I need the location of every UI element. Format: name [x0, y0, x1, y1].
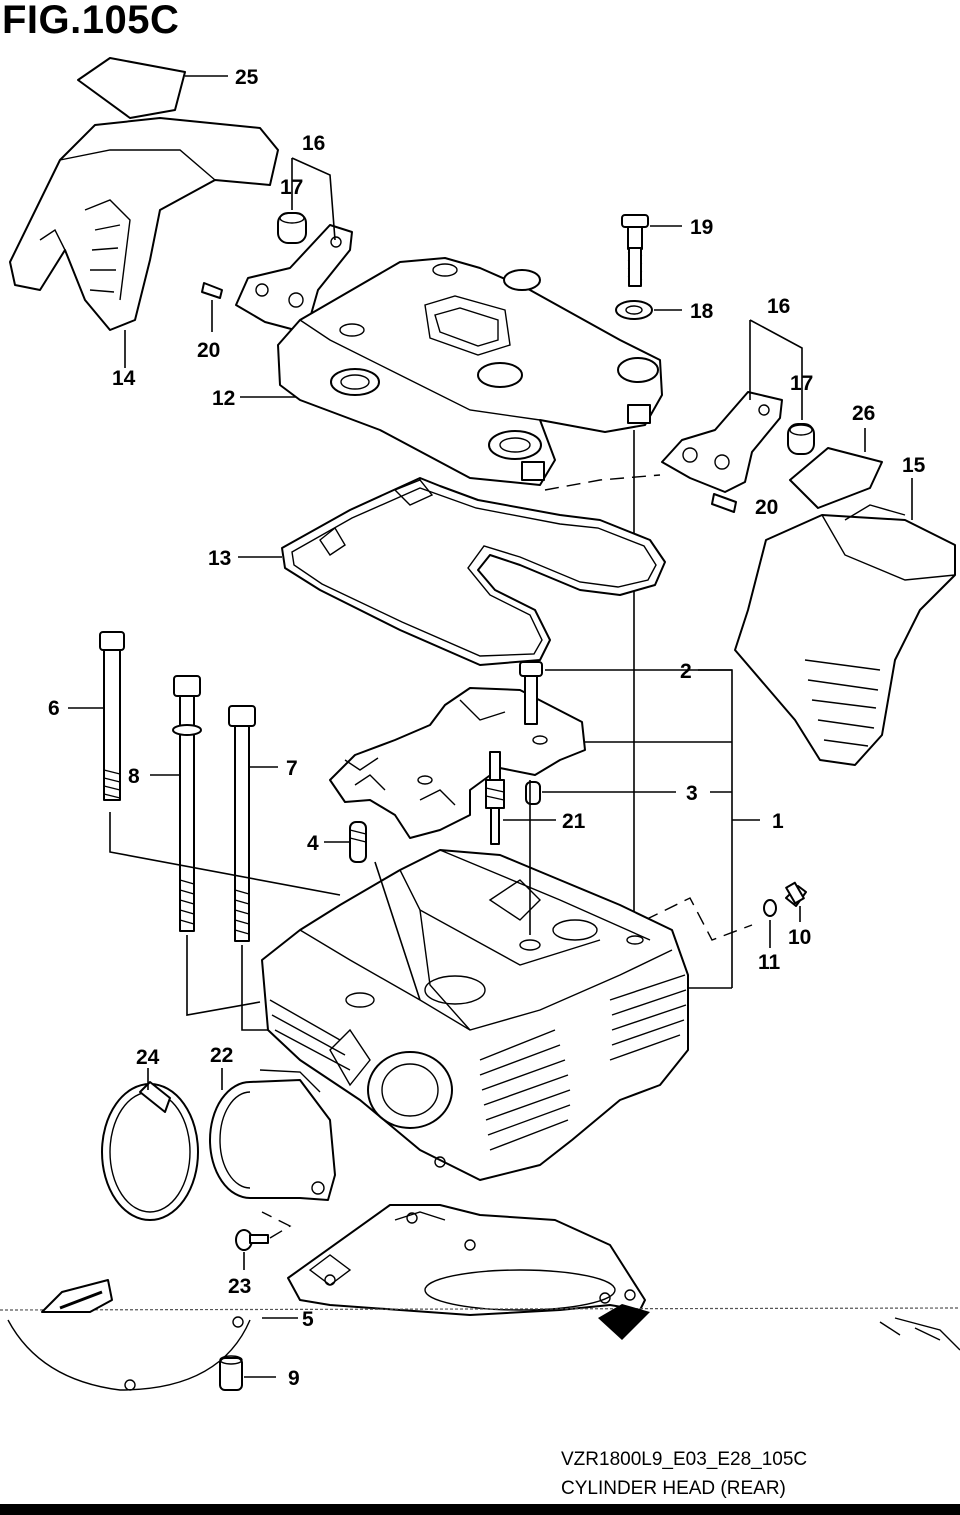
- callout-15: 15: [902, 454, 926, 477]
- callout-5: 5: [302, 1308, 314, 1331]
- figure-title: FIG.105C: [2, 0, 180, 42]
- callout-6: 6: [48, 697, 60, 720]
- part-15-right-cover: [734, 478, 956, 766]
- part-11-washer: [763, 899, 777, 948]
- part-14-left-cover: [9, 117, 279, 368]
- part-10-bolt: [785, 881, 807, 922]
- part-26-pad: [789, 428, 883, 509]
- callout-20a: 20: [197, 339, 220, 362]
- callout-13: 13: [208, 547, 231, 570]
- callout-3: 3: [686, 782, 698, 805]
- part-12-head-cover: [240, 257, 663, 486]
- diagram-code: VZR1800L9_E03_E28_105C: [561, 1449, 808, 1470]
- part-25-pad: [77, 57, 228, 119]
- callout-20b: 20: [755, 496, 778, 519]
- callout-17b: 17: [790, 372, 813, 395]
- callout-21: 21: [562, 810, 586, 833]
- part-6-bolt: [68, 631, 125, 801]
- callout-25: 25: [235, 66, 259, 89]
- part-9-dowel: [219, 1355, 276, 1391]
- callout-12: 12: [212, 387, 235, 410]
- part-16-bracket-left: [201, 157, 353, 332]
- callout-10: 10: [788, 926, 811, 949]
- callout-8: 8: [128, 765, 140, 788]
- part-4-adjuster: [324, 821, 367, 863]
- callout-18: 18: [690, 300, 714, 323]
- callout-14: 14: [112, 367, 136, 390]
- callout-2: 2: [680, 660, 692, 683]
- callout-4: 4: [307, 832, 319, 855]
- part-21-spark-plug: [485, 751, 556, 845]
- callout-22: 22: [210, 1044, 233, 1067]
- part-7-bolt: [228, 705, 278, 942]
- part-19-bolt: [621, 214, 682, 287]
- part-3-dowel: [525, 781, 676, 805]
- bottom-border: [0, 1504, 960, 1515]
- callout-24: 24: [136, 1046, 160, 1069]
- part-16-bracket-right: [661, 319, 815, 513]
- callout-9: 9: [288, 1367, 300, 1390]
- part-23-screw: [235, 1211, 292, 1270]
- camshaft-holder: [329, 687, 586, 839]
- callout-7: 7: [286, 757, 298, 780]
- callout-16a: 16: [302, 132, 325, 155]
- part-18-washer: [615, 300, 682, 320]
- callout-26: 26: [852, 402, 875, 425]
- fwd-emblem: [41, 1279, 113, 1313]
- part-22-intake-pipe: [209, 1068, 336, 1201]
- callout-23: 23: [228, 1275, 251, 1298]
- callout-1: 1: [772, 810, 784, 833]
- part-8-bolt: [150, 675, 202, 932]
- callout-16b: 16: [767, 295, 790, 318]
- callout-19: 19: [690, 216, 713, 239]
- part-24-clamp: [101, 1068, 199, 1221]
- callout-17a: 17: [280, 176, 303, 199]
- callout-11: 11: [758, 951, 781, 974]
- part-5-cylinder-gasket: [7, 1204, 960, 1391]
- part-1-cylinder-head: [261, 849, 689, 1181]
- diagram-caption: CYLINDER HEAD (REAR): [561, 1478, 786, 1499]
- fwd-arrow-icon: [598, 1304, 650, 1340]
- part-13-gasket: [238, 477, 666, 666]
